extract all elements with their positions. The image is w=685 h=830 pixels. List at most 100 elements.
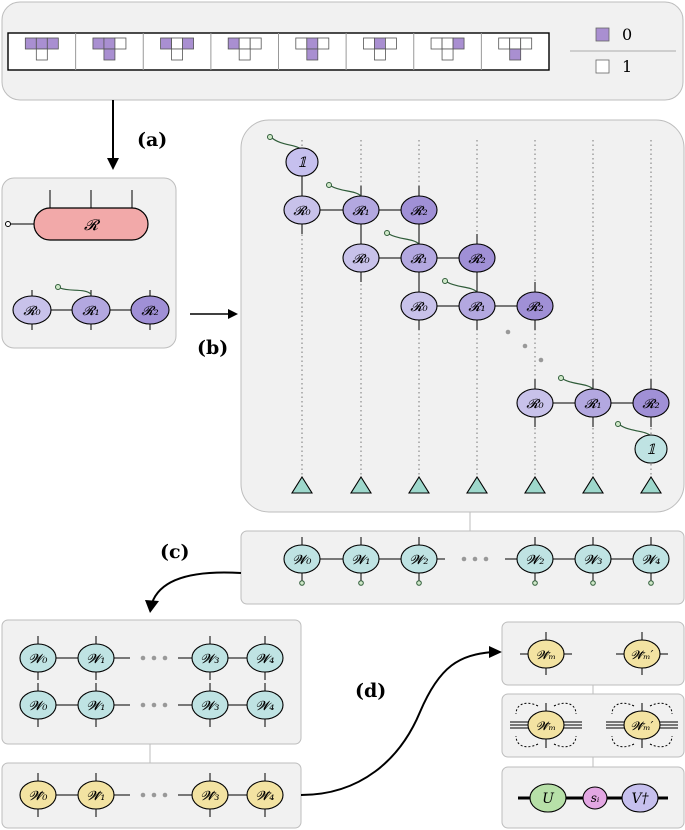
- config-cell: [171, 48, 183, 61]
- w-tensor: [191, 643, 229, 673]
- w-bar-label: 𝓦̄ₘ′: [631, 719, 654, 733]
- w-tensor: [516, 544, 554, 574]
- r-tensor: [574, 388, 612, 418]
- w-tensor: [77, 643, 115, 673]
- r-tensor-label: 𝓡₁: [468, 300, 485, 315]
- reshape-arrow: [611, 702, 635, 715]
- triangle-terminal: [582, 475, 604, 494]
- reshape-arrow: [515, 735, 539, 748]
- r-tensor-label: 𝓡₀: [293, 204, 311, 219]
- w-tensor-label: 𝓦̄₁: [87, 789, 106, 804]
- w-tensor-label: 𝓦₄: [256, 652, 275, 667]
- ellipsis-dot: [151, 702, 157, 708]
- w-tensor: [283, 544, 321, 574]
- config-cell: [103, 37, 116, 50]
- u-label: U: [542, 791, 555, 807]
- physical-leg-end: [326, 182, 332, 188]
- w-bar-label: 𝓦̄ₘ′: [631, 648, 654, 662]
- w-tensor-label: 𝓦̄₄: [256, 789, 275, 804]
- reshape-arrow: [649, 702, 673, 715]
- ellipsis-dot: [472, 556, 478, 562]
- r-tensor: [516, 388, 554, 418]
- r-tensor: [283, 195, 321, 225]
- config-cell: [114, 37, 127, 50]
- triangle-terminal: [640, 475, 662, 494]
- config-cell: [363, 37, 375, 50]
- reshape-arrow: [553, 735, 577, 748]
- configuration-cells: [24, 33, 533, 70]
- arrow-b: (b): [190, 309, 238, 359]
- config-cell: [430, 37, 443, 50]
- w-tensor-label: 𝓦₀: [29, 699, 49, 714]
- ellipsis-dot: [505, 329, 511, 335]
- ellipsis-dot: [140, 655, 146, 661]
- triangle-terminal: [466, 475, 488, 494]
- w-tensor: [191, 690, 229, 720]
- r-tensor: [516, 291, 554, 321]
- w-tensor-label: 𝓦₄: [256, 699, 275, 714]
- w-tensor: [574, 544, 612, 574]
- physical-leg: [562, 378, 594, 390]
- config-cell: [509, 48, 522, 61]
- svg-text:𝓡₁: 𝓡₁: [82, 304, 99, 319]
- panel-w-bar: 𝓦̄₀ 𝓦̄₁ 𝓦̄₃ 𝓦̄₄: [1, 762, 302, 829]
- svg-text:𝓡₂: 𝓡₂: [141, 304, 158, 319]
- v-dagger-tensor: [621, 783, 659, 813]
- w-tensor: [19, 690, 57, 720]
- ellipsis-dot: [140, 702, 146, 708]
- config-cell: [441, 37, 454, 50]
- w-tensor-label: 𝓦₁: [87, 699, 106, 714]
- config-cell: [306, 37, 319, 50]
- r-tensor: [458, 291, 496, 321]
- ellipsis-dot: [522, 343, 528, 349]
- arrow-d: (d): [300, 646, 502, 796]
- w-tensor-label: 𝓦₃: [201, 699, 220, 714]
- physical-leg-end: [558, 375, 564, 381]
- r-tensor: [342, 243, 380, 273]
- r-tensor-label: 𝓡₁: [410, 252, 427, 267]
- w-tensor-label: 𝓦₃: [201, 652, 220, 667]
- reshape-arrow: [553, 702, 577, 715]
- w-tensor-label: 𝓦̄₃: [201, 789, 220, 804]
- physical-leg-end: [384, 230, 390, 236]
- ellipsis-dot: [162, 655, 168, 661]
- w-tensor: [246, 690, 284, 720]
- config-cell: [498, 37, 511, 50]
- big-r-tensor: 𝓡: [5, 190, 149, 241]
- w-tensor-label: 𝓦₃: [584, 553, 603, 568]
- r-tensor-label: 𝓡₂: [410, 204, 427, 219]
- ellipsis-dot: [461, 556, 467, 562]
- r-tensor-label: 𝓡₁: [584, 397, 601, 412]
- reshape-arrow: [515, 702, 539, 715]
- r-tensor-label: 𝓡₀: [352, 252, 370, 267]
- w-bar-tensor: [623, 639, 661, 669]
- config-cell: [182, 37, 194, 50]
- config-cell: [385, 37, 397, 50]
- w-tensor-label: 𝓦̄₀: [29, 789, 49, 804]
- config-cell: [249, 37, 262, 50]
- legend-swatch-0: [595, 27, 610, 42]
- config-cell: [160, 37, 172, 50]
- config-cell: [238, 37, 251, 50]
- dotted-columns: [291, 140, 662, 494]
- svg-text:𝓡: 𝓡: [84, 216, 101, 234]
- step-label-d: (d): [355, 680, 386, 702]
- w-bar-tensor: [527, 710, 565, 740]
- physical-leg: [388, 233, 420, 245]
- ellipsis-dot: [140, 792, 146, 798]
- triangle-terminal: [524, 475, 546, 494]
- config-cell: [171, 37, 183, 50]
- r-tensor: [632, 388, 670, 418]
- r-tensor: [458, 243, 496, 273]
- w-bar-tensor: [527, 639, 565, 669]
- w-bar-label: 𝓦̄ₘ: [536, 648, 556, 662]
- w-tensor: [632, 544, 670, 574]
- reshape-arrow: [649, 735, 673, 748]
- ellipsis-dot: [538, 357, 544, 363]
- w-tensor: [19, 643, 57, 673]
- config-cell: [35, 48, 48, 61]
- identity-label: 𝟙: [646, 442, 656, 458]
- svg-text:𝓡₀: 𝓡₀: [23, 304, 41, 319]
